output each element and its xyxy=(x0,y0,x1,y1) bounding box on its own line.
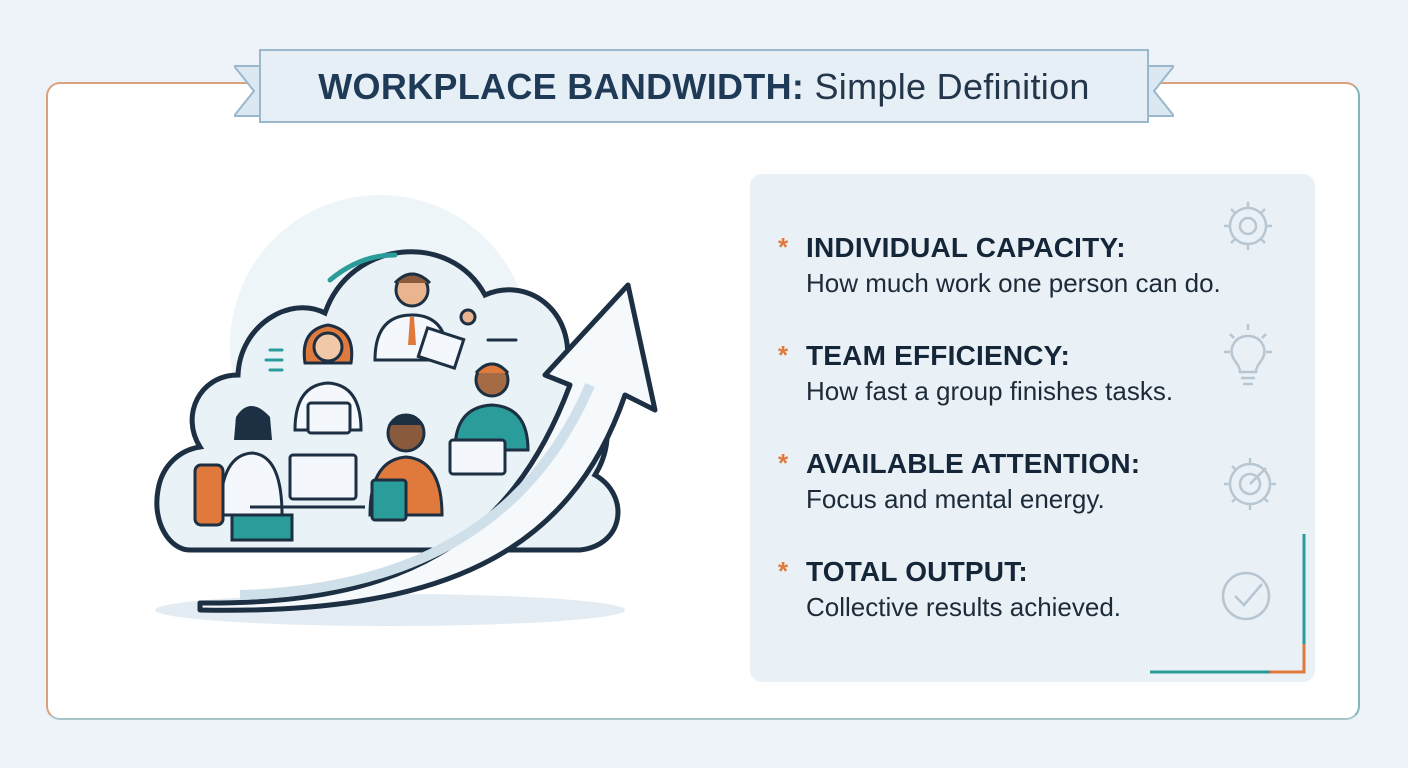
growth-arrow xyxy=(197,282,658,613)
person-woman-laptop xyxy=(193,406,365,542)
cloud-team-graphic xyxy=(154,195,658,626)
checkmark-circle-icon xyxy=(1218,566,1276,629)
definition-description: Collective results achieved. xyxy=(806,592,1122,622)
definition-title: TOTAL OUTPUT: xyxy=(806,556,1028,587)
gear-target-icon xyxy=(1218,452,1282,521)
definition-title: AVAILABLE ATTENTION: xyxy=(806,448,1141,479)
gear-icon xyxy=(1218,196,1278,261)
person-man-teal-shirt xyxy=(448,362,530,476)
person-presenter xyxy=(373,272,477,371)
title-subtitle: Simple Definition xyxy=(814,66,1090,107)
lightbulb-icon xyxy=(1218,322,1278,397)
definition-title: INDIVIDUAL CAPACITY: xyxy=(806,232,1126,263)
asterisk-icon: * xyxy=(778,232,789,262)
person-woman-redhead xyxy=(293,323,363,435)
title-bold: WORKPLACE BANDWIDTH: xyxy=(318,66,805,107)
title-banner: WORKPLACE BANDWIDTH: Simple Definition xyxy=(234,44,1174,134)
person-man-orange-shirt xyxy=(368,413,444,522)
asterisk-icon: * xyxy=(778,340,789,370)
ribbon-shape xyxy=(234,49,1174,123)
asterisk-icon: * xyxy=(778,556,789,586)
panel-corner-accent xyxy=(1150,534,1306,674)
page-title: WORKPLACE BANDWIDTH: Simple Definition xyxy=(234,66,1174,108)
definition-description: Focus and mental energy. xyxy=(806,484,1105,514)
definition-description: How much work one person can do. xyxy=(806,268,1221,298)
arrow-shading xyxy=(239,383,595,600)
cloud-accent-arc xyxy=(327,252,398,283)
team-cloud-illustration xyxy=(150,185,680,645)
decorative-lines xyxy=(264,338,518,372)
definition-description: How fast a group finishes tasks. xyxy=(806,376,1174,406)
definition-title: TEAM EFFICIENCY: xyxy=(806,340,1071,371)
asterisk-icon: * xyxy=(778,448,789,478)
definitions-panel: * INDIVIDUAL CAPACITY: How much work one… xyxy=(750,174,1315,682)
